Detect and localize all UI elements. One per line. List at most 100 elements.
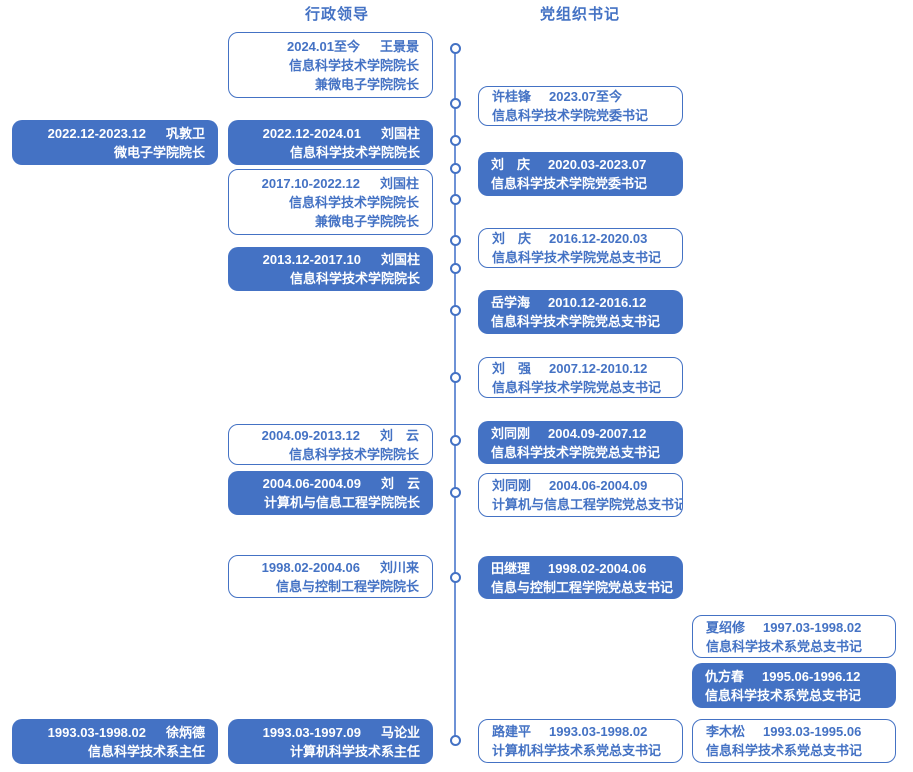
timeline-node-circle xyxy=(449,234,461,246)
position-title: 信息科学技术系主任 xyxy=(87,743,205,759)
entry-line: 信息科学技术学院党委书记 xyxy=(491,174,670,193)
position-title: 计算机科学技术系党总支书记 xyxy=(492,743,662,758)
term-dates: 2004.09-2007.12 xyxy=(548,425,647,441)
timeline-entry-box: 2004.09-2013.12 刘 云信息科学技术学院院长 xyxy=(228,424,433,465)
person-name: 刘 强 xyxy=(492,360,532,376)
term-dates: 1993.03-1998.02 xyxy=(549,724,648,739)
person-name: 仇方春 xyxy=(705,668,745,684)
timeline-entry-box: 田继理 1998.02-2004.06 信息与控制工程学院党总支书记 xyxy=(478,556,683,599)
position-title: 信息科学技术学院党总支书记 xyxy=(491,444,661,460)
position-title: 信息科学技术系党总支书记 xyxy=(705,687,862,703)
term-dates: 2020.03-2023.07 xyxy=(548,157,647,172)
term-dates: 2024.01至今 xyxy=(286,38,360,54)
person-name: 夏绍修 xyxy=(706,619,746,635)
timeline-node-circle xyxy=(449,304,461,316)
person-name: 李木松 xyxy=(706,724,746,739)
term-dates: 1995.06-1996.12 xyxy=(762,668,861,684)
person-name: 刘 庆 xyxy=(492,231,532,246)
entry-line: 计算机科学技术系党总支书记 xyxy=(492,741,669,760)
person-name: 巩敦卫 xyxy=(165,125,205,141)
person-name: 刘 云 xyxy=(380,476,420,491)
entry-line: 夏绍修 1997.03-1998.02 xyxy=(706,618,882,637)
position-title: 信息科学技术学院党总支书记 xyxy=(492,250,662,265)
entry-line: 计算机科学技术系主任 xyxy=(241,742,420,761)
timeline-entry-box: 夏绍修 1997.03-1998.02 信息科学技术系党总支书记 xyxy=(692,615,896,658)
person-name: 刘川来 xyxy=(379,559,419,575)
term-dates: 1993.03-1997.09 xyxy=(262,724,361,740)
position-title: 信息与控制工程学院院长 xyxy=(275,578,419,594)
term-dates: 2017.10-2022.12 xyxy=(261,175,360,191)
timeline-node-circle xyxy=(449,162,461,174)
person-name: 刘 庆 xyxy=(491,157,531,172)
position-title: 兼微电子学院院长 xyxy=(314,76,419,92)
term-dates: 1998.02-2004.06 xyxy=(548,560,647,576)
timeline-entry-box: 刘 庆 2020.03-2023.07 信息科学技术学院党委书记 xyxy=(478,152,683,196)
position-title: 信息科学技术学院院长 xyxy=(288,194,419,210)
timeline-node-circle xyxy=(449,134,461,146)
entry-line: 信息科学技术系党总支书记 xyxy=(706,741,882,760)
timeline-node-circle xyxy=(449,42,461,54)
term-dates: 2010.12-2016.12 xyxy=(548,295,647,310)
timeline-entry-box: 2024.01至今王景景信息科学技术学院院长兼微电子学院院长 xyxy=(228,32,433,98)
term-dates: 2016.12-2020.03 xyxy=(549,231,648,246)
entry-line: 刘 庆 2020.03-2023.07 xyxy=(491,155,670,174)
term-dates: 2004.09-2013.12 xyxy=(261,427,360,443)
position-title: 微电子学院院长 xyxy=(113,144,205,160)
timeline-node-circle xyxy=(449,97,461,109)
position-title: 信息科学技术学院党总支书记 xyxy=(492,379,662,395)
entry-line: 信息与控制工程学院党总支书记 xyxy=(491,578,673,597)
entry-line: 田继理 1998.02-2004.06 xyxy=(491,559,670,578)
entry-line: 兼微电子学院院长 xyxy=(242,75,419,94)
person-name: 刘 云 xyxy=(379,427,419,443)
entry-line: 信息科学技术学院院长 xyxy=(242,193,419,212)
position-title: 信息科学技术系党总支书记 xyxy=(706,743,863,758)
entry-line: 信息科学技术学院党总支书记 xyxy=(491,443,670,462)
person-name: 王景景 xyxy=(379,38,419,54)
position-title: 计算机科学技术系主任 xyxy=(289,743,420,759)
entry-line: 信息与控制工程学院院长 xyxy=(242,577,419,596)
timeline-axis-line xyxy=(454,48,456,740)
timeline-entry-box: 刘 庆 2016.12-2020.03 信息科学技术学院党总支书记 xyxy=(478,228,683,268)
entry-line: 信息科学技术学院党总支书记 xyxy=(492,248,669,267)
entry-line: 信息科学技术系党总支书记 xyxy=(705,686,883,705)
entry-line: 信息科学技术学院院长 xyxy=(241,143,420,162)
entry-line: 信息科学技术系主任 xyxy=(25,742,205,761)
person-name: 田继理 xyxy=(491,560,531,576)
timeline-node-circle xyxy=(449,434,461,446)
term-dates: 1997.03-1998.02 xyxy=(763,619,862,635)
entry-line: 信息科学技术学院党总支书记 xyxy=(491,312,670,331)
column-header-administrative-leaders: 行政领导 xyxy=(304,6,369,23)
term-dates: 2022.12-2024.01 xyxy=(262,125,361,141)
entry-line: 信息科学技术学院党委书记 xyxy=(492,106,669,125)
entry-line: 信息科学技术学院院长 xyxy=(241,269,420,288)
position-title: 信息科学技术学院院长 xyxy=(288,446,419,462)
entry-line: 信息科学技术系党总支书记 xyxy=(706,637,882,656)
position-title: 信息科学技术学院党委书记 xyxy=(492,108,649,123)
person-name: 刘同刚 xyxy=(492,478,532,493)
timeline-node-circle xyxy=(449,486,461,498)
position-title: 信息科学技术学院党总支书记 xyxy=(491,314,661,329)
position-title: 信息科学技术学院院长 xyxy=(289,271,420,286)
term-dates: 2013.12-2017.10 xyxy=(262,252,361,267)
